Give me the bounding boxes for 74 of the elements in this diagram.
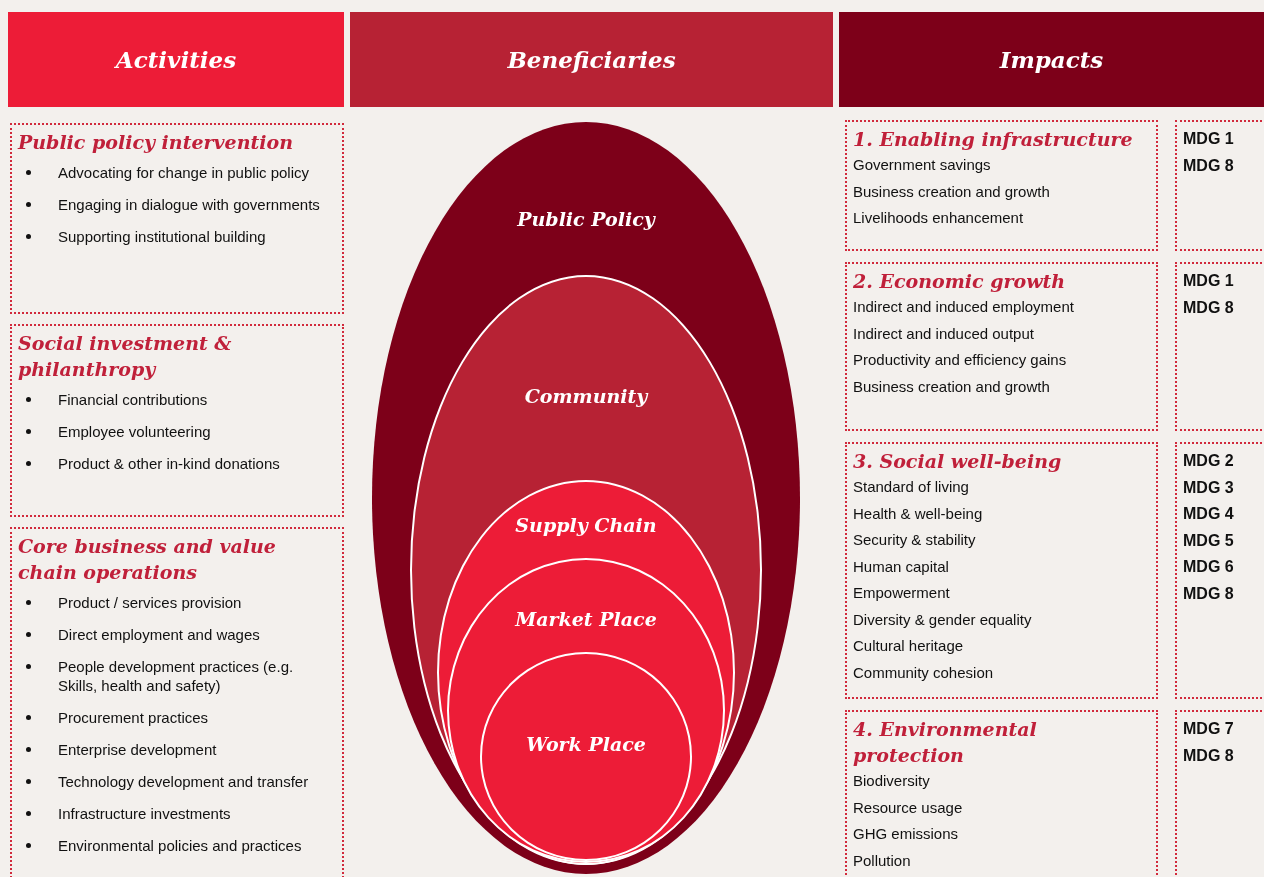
impact-item: Resource usage [853, 797, 964, 818]
impact-item: Empowerment [853, 583, 951, 603]
impact-item: Community cohesion [853, 662, 995, 683]
impact-item: Biodiversity [853, 771, 931, 791]
impact-item: Livelihoods enhancement [853, 208, 1025, 228]
goal-label: MDG 8 [1183, 155, 1235, 176]
bullet-item: Supporting institutional building [58, 227, 267, 246]
bullet-item: Enterprise development [58, 740, 218, 759]
section-heading: 1. Enabling infrastructure [853, 127, 1134, 152]
bullet-item: Procurement practices [58, 708, 210, 727]
section-heading: 3. Social well-being [853, 449, 1063, 474]
header-title: Beneficiaries [507, 46, 676, 73]
goal-label: MDG 3 [1183, 477, 1235, 498]
impact-item: Health & well-being [853, 503, 984, 524]
bullet-item: Financial contributions [58, 390, 209, 409]
impact-item: Business creation and growth [853, 376, 1051, 397]
bullet-item: Employee volunteering [58, 422, 212, 441]
bullet-item: Technology development and transfer [58, 772, 310, 791]
section-heading: Social investment & philanthropy [18, 331, 233, 382]
impact-item: Indirect and induced employment [853, 297, 1075, 317]
ellipse-label: Market Place [513, 608, 658, 630]
goal-label: MDG 1 [1183, 271, 1235, 291]
impact-panel [845, 442, 1158, 699]
goal-label: MDG 1 [1183, 129, 1235, 149]
impact-item: Cultural heritage [853, 636, 965, 656]
goal-label: MDG 8 [1183, 745, 1235, 766]
ellipse-label: Community [523, 385, 650, 407]
header-title: Impacts [999, 46, 1104, 73]
ellipse-label: Public Policy [516, 208, 657, 230]
bullet-item: Product / services provision [58, 593, 243, 612]
section-heading: Core business and value chain operations [18, 534, 277, 585]
impact-panel [845, 710, 1158, 877]
impact-item: Diversity & gender equality [853, 609, 1033, 630]
ellipse-label: Supply Chain [514, 514, 658, 536]
impact-item: Human capital [853, 556, 950, 577]
impact-panel [845, 120, 1158, 251]
section-heading: 4. Environmental protection [853, 717, 1038, 768]
ellipse-label: Work Place [525, 733, 647, 755]
impact-item: Indirect and induced output [853, 323, 1035, 344]
goal-label: MDG 4 [1183, 504, 1235, 524]
impact-item: Standard of living [853, 477, 970, 497]
bullet-item: Advocating for change in public policy [58, 163, 310, 182]
section-heading: 2. Economic growth [853, 269, 1067, 294]
bullet-item: Product & other in-kind donations [58, 454, 281, 473]
impact-item: Government savings [853, 155, 992, 175]
impact-item: GHG emissions [853, 824, 960, 844]
activity-panel [10, 527, 344, 877]
bullet-item: Infrastructure investments [58, 804, 232, 823]
header-title: Activities [115, 46, 237, 73]
goal-label: MDG 2 [1183, 451, 1235, 471]
bullet-item: Direct employment and wages [58, 625, 261, 644]
column-header [839, 12, 1264, 107]
column-header [350, 12, 833, 107]
goal-label: MDG 8 [1183, 583, 1235, 604]
bullet-item: People development practices (e.g. Skills, health and safety) [58, 657, 295, 695]
impact-item: Business creation and growth [853, 181, 1051, 202]
impact-item: Pollution [853, 850, 912, 871]
activity-panel [10, 123, 344, 314]
goal-panel [1175, 710, 1264, 877]
goal-label: MDG 5 [1183, 530, 1235, 551]
activity-panel [10, 324, 344, 517]
goal-label: MDG 8 [1183, 297, 1235, 318]
bullet-item: Engaging in dialogue with governments [58, 195, 321, 214]
impact-panel [845, 262, 1158, 431]
goal-label: MDG 7 [1183, 719, 1235, 739]
goal-panel [1175, 120, 1264, 251]
column-header [8, 12, 344, 107]
bullet-item: Environmental policies and practices [58, 836, 303, 855]
goal-panel [1175, 442, 1264, 699]
section-heading: Public policy intervention [18, 130, 294, 155]
impact-item: Security & stability [853, 530, 977, 550]
goal-panel [1175, 262, 1264, 431]
impact-item: Productivity and efficiency gains [853, 350, 1068, 370]
goal-label: MDG 6 [1183, 557, 1235, 577]
